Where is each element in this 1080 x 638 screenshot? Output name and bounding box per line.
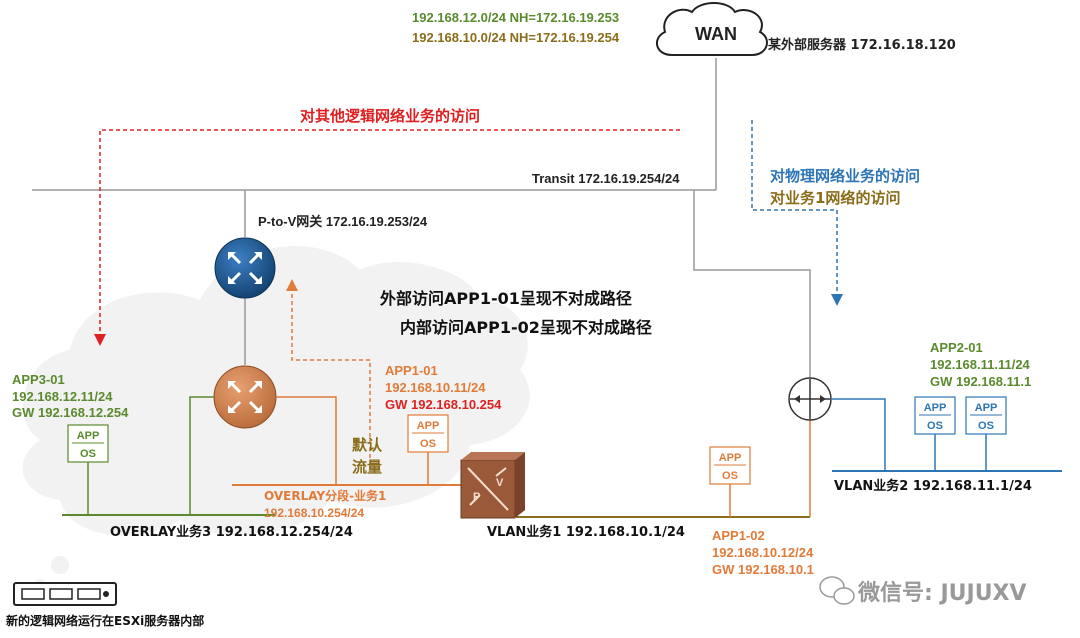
vlan1-label: VLAN业务1 192.168.10.1/24	[487, 524, 685, 540]
app2-ip: 192.168.11.11/24	[930, 357, 1031, 372]
svg-text:OS: OS	[722, 470, 738, 482]
app1-02-icon[interactable]: APP OS	[709, 446, 751, 485]
overlay3-label: OVERLAY业务3 192.168.12.254/24	[110, 524, 353, 540]
app2-gw: GW 192.168.11.1	[930, 374, 1031, 389]
transit-to-router-link	[693, 190, 811, 378]
vlan2-label: VLAN业务2 192.168.11.1/24	[834, 478, 1032, 494]
app3-gw: GW 192.168.12.254	[12, 405, 129, 420]
overlay-segment-line-2: 192.168.10.254/24	[264, 506, 364, 520]
app1-02-ip: 192.168.10.12/24	[712, 545, 814, 560]
default-traffic-line-2: 流量	[352, 458, 382, 476]
transit-label: Transit 172.16.19.254/24	[532, 171, 680, 186]
overlay-segment-line-1: OVERLAY分段-业务1	[264, 488, 386, 503]
app1-02-name: APP1-02	[712, 528, 765, 543]
p-to-v-gateway-router-icon[interactable]	[214, 237, 276, 299]
svg-text:OS: OS	[80, 448, 96, 460]
wechat-icon	[819, 576, 855, 605]
svg-text:APP: APP	[77, 430, 100, 442]
external-server-label: 某外部服务器 172.16.18.120	[767, 37, 956, 53]
router-to-overlay1-link	[276, 396, 337, 485]
olive-path-label: 对业务1网络的访问	[770, 189, 900, 207]
svg-text:APP: APP	[975, 402, 998, 414]
orange-path-arrow	[286, 279, 371, 465]
wan-cloud-icon	[656, 2, 768, 56]
app1-01-name: APP1-01	[385, 363, 438, 378]
blue-path-arrow	[751, 120, 843, 306]
app3-icon[interactable]: APP OS	[67, 424, 109, 463]
logical-router-icon[interactable]	[213, 365, 277, 429]
app1-01-gw: GW 192.168.10.254	[385, 397, 502, 412]
svg-text:OS: OS	[978, 420, 994, 432]
esxi-label: 新的逻辑网络运行在ESXi服务器内部	[6, 613, 204, 628]
default-traffic-line-1: 默认	[352, 436, 383, 454]
app1-02-gw: GW 192.168.10.1	[712, 562, 814, 577]
gateway-label: P-to-V网关 172.16.19.253/24	[258, 214, 428, 229]
svg-text:APP: APP	[417, 420, 440, 432]
svg-text:OS: OS	[420, 438, 436, 450]
svg-text:V: V	[496, 477, 504, 489]
svg-text:APP: APP	[719, 452, 742, 464]
svg-text:APP: APP	[924, 402, 947, 414]
router-to-overlay3-link	[189, 396, 214, 515]
app2-icon-b[interactable]: APP OS	[965, 396, 1007, 435]
physical-router-icon[interactable]	[788, 377, 832, 421]
app2-icon-a[interactable]: APP OS	[914, 396, 956, 435]
router-to-vlan2-link	[831, 398, 886, 471]
app2-name: APP2-01	[930, 340, 983, 355]
watermark-text: 微信号: JUJUXV	[857, 580, 1027, 606]
app3-ip: 192.168.12.11/24	[12, 389, 113, 404]
wan-label: WAN	[695, 24, 737, 44]
wan-route-olive: 192.168.10.0/24 NH=172.16.19.254	[412, 30, 620, 45]
p-v-bridge-icon[interactable]: P V	[460, 452, 525, 519]
red-path-label: 对其他逻辑网络业务的访问	[300, 107, 480, 125]
app3-name: APP3-01	[12, 372, 65, 387]
blue-path-label: 对物理网络业务的访问	[770, 167, 920, 185]
app1-01-ip: 192.168.10.11/24	[385, 380, 486, 395]
app1-01-icon[interactable]: APP OS	[407, 414, 449, 453]
warning-line-1: 外部访问APP1-01呈现不对成路径	[379, 289, 632, 308]
svg-text:OS: OS	[927, 420, 943, 432]
wan-route-green: 192.168.12.0/24 NH=172.16.19.253	[412, 10, 619, 25]
warning-line-2: 内部访问APP1-02呈现不对成路径	[400, 318, 652, 337]
esxi-server-icon	[13, 582, 117, 606]
svg-text:P: P	[473, 491, 480, 503]
